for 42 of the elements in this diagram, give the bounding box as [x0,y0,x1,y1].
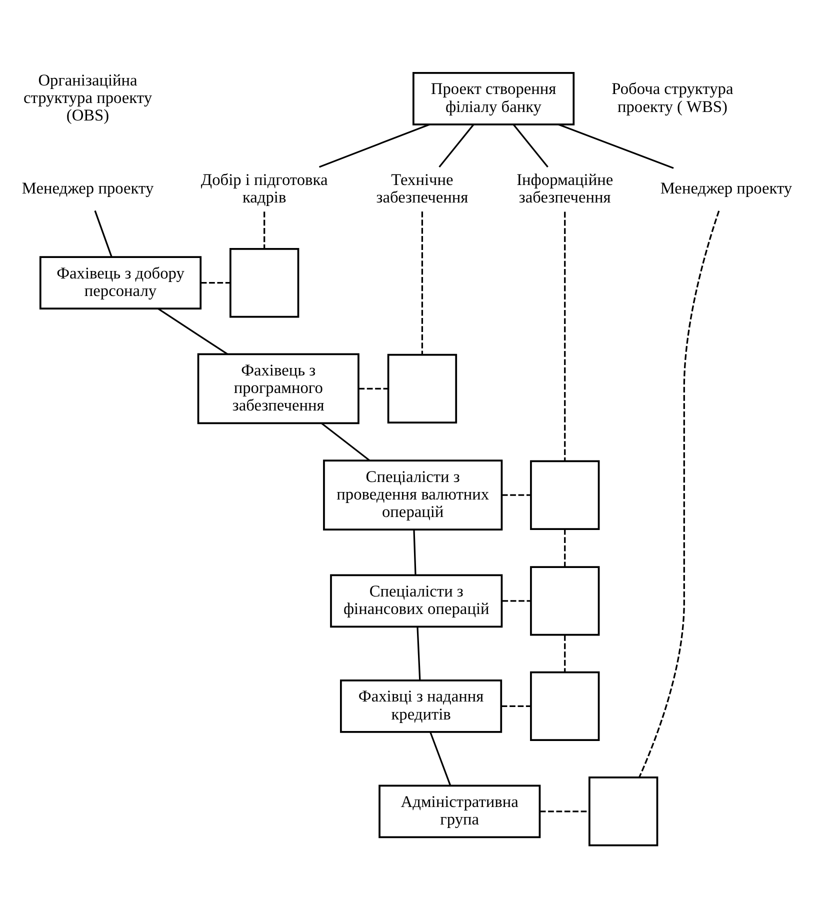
node-text: Організаційна структура проекту (OBS) [23,70,152,124]
node-text: Технічне забезпечення [376,169,468,206]
connector [638,210,720,778]
connector [318,123,430,168]
node-box: Фахівці з надання кредитів [340,679,502,732]
node-box: Спеціалісти з фінансових операцій [330,574,503,628]
connector [200,282,230,284]
connector [512,123,548,167]
node-box: Фахівець з добору персоналу [39,256,202,309]
connector [558,123,674,168]
connector [502,600,531,602]
connector [421,211,424,354]
connector [502,494,531,496]
connector [438,123,474,167]
connector [321,422,370,461]
node-box: Фахівець з програмного забезпечення [197,352,360,424]
node-box [387,353,458,424]
node-box [530,670,600,740]
connector [430,731,452,786]
node-text: Інформаційне забезпечення [516,169,614,206]
connector [358,387,388,389]
connector [564,528,566,566]
node-box: Проект створення філіалу банку [412,72,575,125]
connector [94,210,112,257]
connector [413,530,416,575]
node-box: Спеціалісти з проведення валютних операцій [323,459,503,530]
connector [416,626,421,680]
node-box [530,460,600,530]
connector [564,634,566,672]
node-box [229,248,300,318]
node-text: Менеджер проекту [22,178,154,198]
connector [158,308,228,354]
connector [264,211,266,248]
connector [564,211,566,461]
connector [540,810,590,812]
node-box: Адміністративна група [378,784,541,838]
connector [501,704,531,706]
node-text: Робоча структура проекту ( WBS) [612,78,734,116]
node-box [588,776,658,846]
node-box [530,566,600,636]
node-text: Менеджер проекту [660,178,792,198]
node-text: Добір і підготовка кадрів [200,169,328,206]
